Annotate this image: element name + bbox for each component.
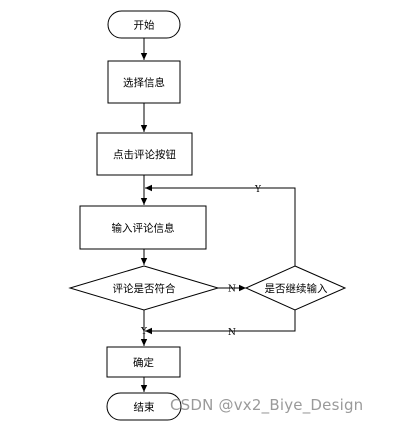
edge-label-no-return: N bbox=[228, 328, 236, 338]
edge-label-no-to-continue: N bbox=[228, 285, 236, 295]
start-label: 开始 bbox=[134, 19, 155, 32]
process-select-info bbox=[107, 60, 181, 104]
end-terminator bbox=[106, 392, 182, 421]
edge-label-yes-loop: Y bbox=[254, 185, 262, 195]
end-label: 结束 bbox=[134, 401, 155, 414]
watermark: CSDN @vx2_Biye_Design bbox=[170, 396, 364, 414]
select-info-label: 选择信息 bbox=[123, 76, 165, 89]
process-input-comment-info bbox=[79, 205, 207, 250]
continue-input-label: 是否继续输入 bbox=[265, 282, 328, 295]
click-comment-button-label: 点击评论按钮 bbox=[113, 148, 176, 161]
comment-valid-label: 评论是否符合 bbox=[113, 282, 176, 295]
edge-label-yes-to-confirm: Y bbox=[140, 327, 148, 337]
edge-continue-no-return bbox=[145, 310, 296, 335]
process-confirm bbox=[106, 346, 181, 378]
edge-continue-yes-loop bbox=[145, 184, 296, 266]
input-comment-info-label: 输入评论信息 bbox=[112, 222, 175, 235]
confirm-label: 确定 bbox=[133, 356, 154, 369]
